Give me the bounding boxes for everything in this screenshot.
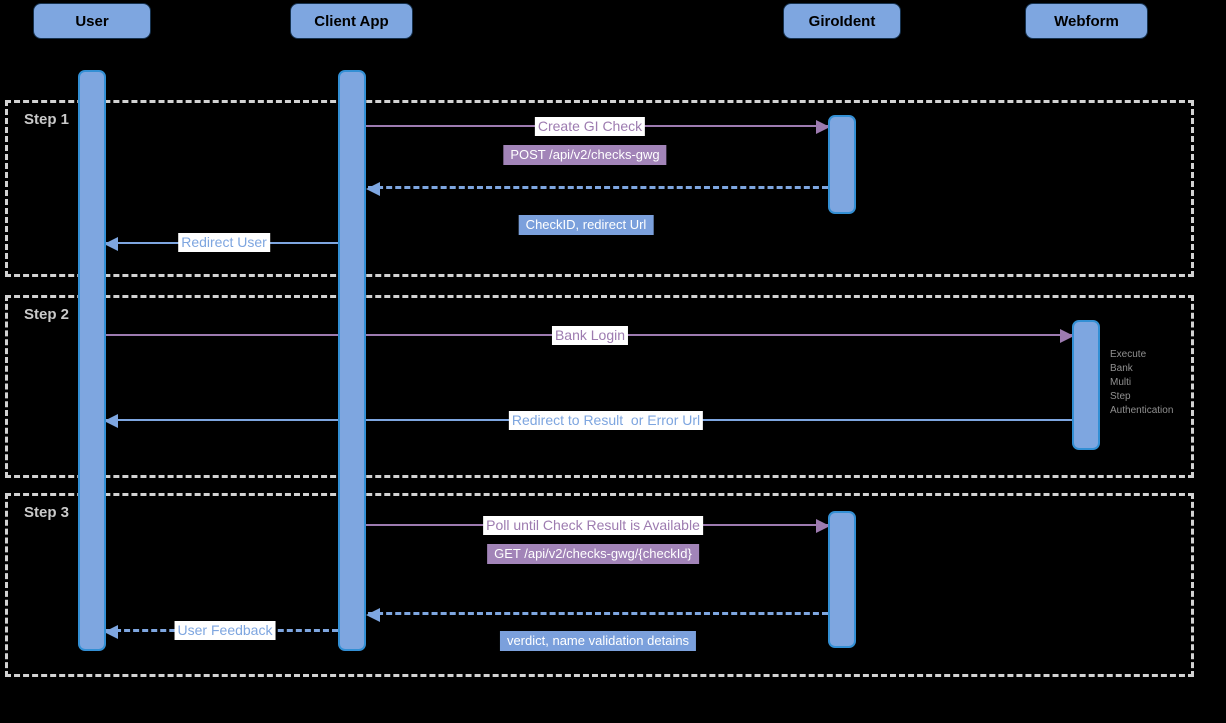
- step-3-frame: Step 3: [5, 493, 1194, 677]
- arrowhead-left-icon: [366, 182, 380, 196]
- create-check-api-tag: POST /api/v2/checks-gwg: [503, 145, 667, 165]
- step-2-frame: Step 2: [5, 295, 1194, 478]
- poll-label: Poll until Check Result is Available: [483, 516, 703, 535]
- arrowhead-right-icon: [816, 120, 830, 134]
- step-1-label: Step 1: [24, 111, 70, 128]
- giroident-activation-bar-step1: [828, 115, 856, 214]
- check-response-tag: CheckID, redirect Url: [518, 215, 654, 235]
- arrowhead-left-icon: [366, 608, 380, 622]
- arrowhead-right-icon: [816, 519, 830, 533]
- step-2-label: Step 2: [24, 306, 70, 323]
- actor-client-app-label: Client App: [314, 12, 389, 30]
- arrowhead-left-icon: [104, 414, 118, 428]
- client-app-activation-bar: [338, 70, 366, 651]
- webform-activation-bar: [1072, 320, 1100, 450]
- check-response-arrow: [366, 182, 828, 196]
- step-1-frame: Step 1: [5, 100, 1194, 277]
- user-feedback-label: User Feedback: [174, 621, 276, 640]
- verdict-arrow: [366, 608, 828, 622]
- step-3-label: Step 3: [24, 504, 70, 521]
- bank-login-label: Bank Login: [551, 326, 629, 345]
- actor-webform-label: Webform: [1054, 12, 1119, 30]
- arrowhead-right-icon: [1060, 329, 1074, 343]
- actor-user-label: User: [75, 12, 109, 30]
- create-check-label: Create GI Check: [534, 117, 646, 136]
- redirect-user-label: Redirect User: [178, 233, 270, 252]
- arrowhead-left-icon: [104, 237, 118, 251]
- arrowhead-left-icon: [104, 625, 118, 639]
- actor-user: User: [33, 3, 151, 39]
- actor-giroident-label: GiroIdent: [808, 12, 876, 30]
- user-activation-bar: [78, 70, 106, 651]
- actor-webform: Webform: [1025, 3, 1148, 39]
- poll-api-tag: GET /api/v2/checks-gwg/{checkId}: [487, 544, 699, 564]
- actor-giroident: GiroIdent: [783, 3, 901, 39]
- redirect-result-label: Redirect to Result or Error Url: [508, 411, 704, 430]
- webform-note: Execute Bank Multi Step Authentication: [1110, 349, 1174, 416]
- verdict-tag: verdict, name validation detains: [499, 631, 697, 651]
- actor-client-app: Client App: [290, 3, 413, 39]
- giroident-activation-bar-step3: [828, 511, 856, 648]
